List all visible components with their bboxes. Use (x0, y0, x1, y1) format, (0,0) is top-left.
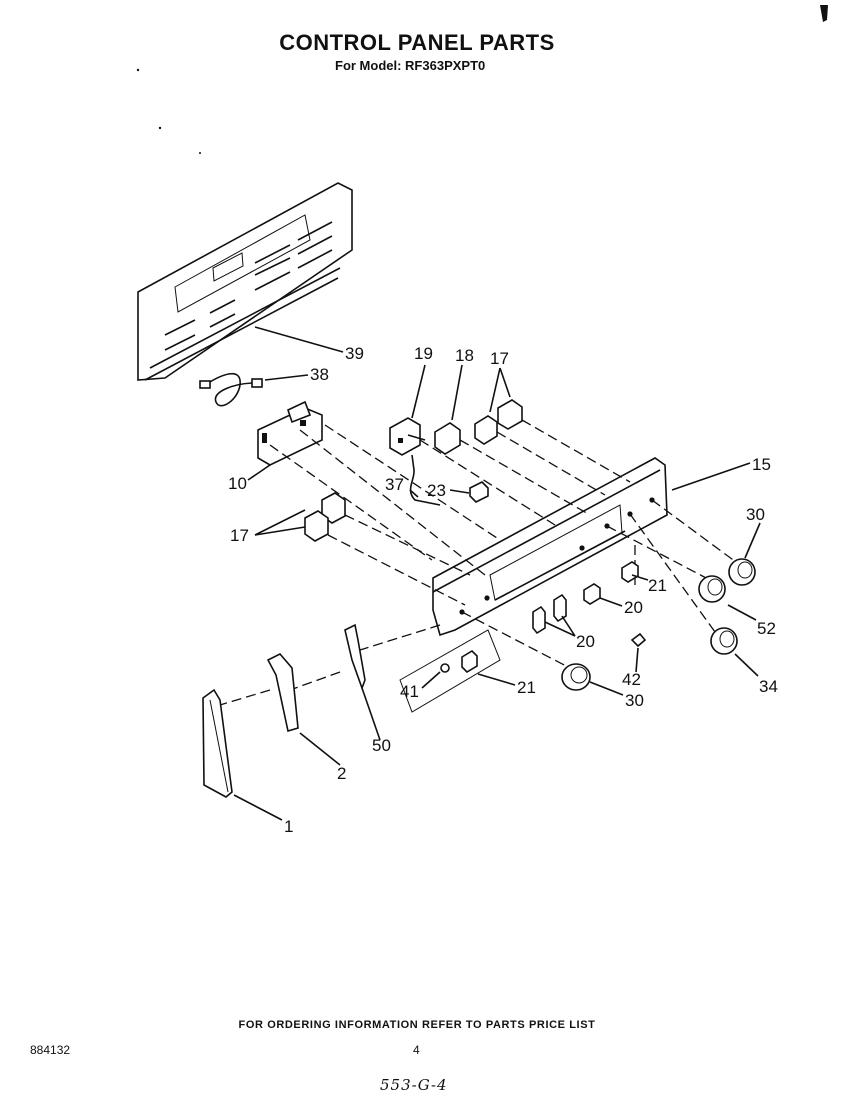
page-title: CONTROL PANEL PARTS (279, 30, 555, 55)
callout-42: 42 (622, 670, 641, 689)
ordering-info-note: FOR ORDERING INFORMATION REFER TO PARTS … (238, 1019, 596, 1031)
clip-part-20-lower (532, 593, 567, 635)
callout-21-right: 21 (648, 576, 667, 595)
callout-19: 19 (414, 344, 433, 363)
side-trim-part-1 (202, 688, 233, 798)
clip-part-20-right (583, 583, 601, 605)
connector-part-23 (469, 481, 489, 503)
callout-labels: 39 38 19 18 17 15 10 37 23 17 30 21 20 5… (228, 344, 778, 836)
callout-17-left: 17 (230, 526, 249, 545)
callout-38: 38 (310, 365, 329, 384)
callout-50: 50 (372, 736, 391, 755)
scan-marks (136, 5, 828, 154)
page-number: 4 (413, 1043, 420, 1057)
callout-52: 52 (757, 619, 776, 638)
callout-2: 2 (337, 764, 346, 783)
knob-part-34 (710, 627, 738, 655)
document-number: 884132 (30, 1043, 71, 1057)
callout-15: 15 (752, 455, 771, 474)
callout-41: 41 (400, 682, 419, 701)
callout-20-lower: 20 (576, 632, 595, 651)
knob-part-30-lower (561, 663, 591, 691)
callout-34: 34 (759, 677, 778, 696)
wire-harness-part-38 (199, 372, 263, 407)
control-component-part-17-left (304, 492, 346, 542)
knob-part-30-right (728, 558, 756, 586)
clip-part-21-right (621, 561, 639, 583)
callout-21-lower: 21 (517, 678, 536, 697)
plug-part-42 (630, 632, 647, 648)
switch-part-10 (257, 400, 323, 466)
wire-part-37 (409, 454, 441, 506)
callout-18: 18 (455, 346, 474, 365)
callout-23: 23 (427, 481, 446, 500)
back-panel-part-39 (137, 182, 353, 381)
control-component-part-18 (434, 422, 461, 455)
control-component-part-19 (389, 417, 426, 456)
leader-lines (233, 326, 761, 821)
callout-39: 39 (345, 344, 364, 363)
callout-30-right: 30 (746, 505, 765, 524)
control-component-part-17-top (474, 399, 523, 445)
callout-20-right: 20 (624, 598, 643, 617)
callout-10: 10 (228, 474, 247, 493)
callout-17-top: 17 (490, 349, 509, 368)
assembly-lines (219, 419, 741, 706)
callout-37: 37 (385, 475, 404, 494)
model-subtitle: For Model: RF363PXPT0 (335, 58, 486, 73)
control-panel-part-15 (432, 457, 668, 637)
handwritten-reference: 553-G-4 (380, 1076, 448, 1094)
callout-30-lower: 30 (625, 691, 644, 710)
bracket-part-2 (266, 653, 299, 733)
callout-1: 1 (284, 817, 293, 836)
knob-part-52 (698, 575, 726, 603)
bracket-part-50 (344, 623, 366, 691)
clip-kit-part-21-41 (399, 629, 501, 713)
